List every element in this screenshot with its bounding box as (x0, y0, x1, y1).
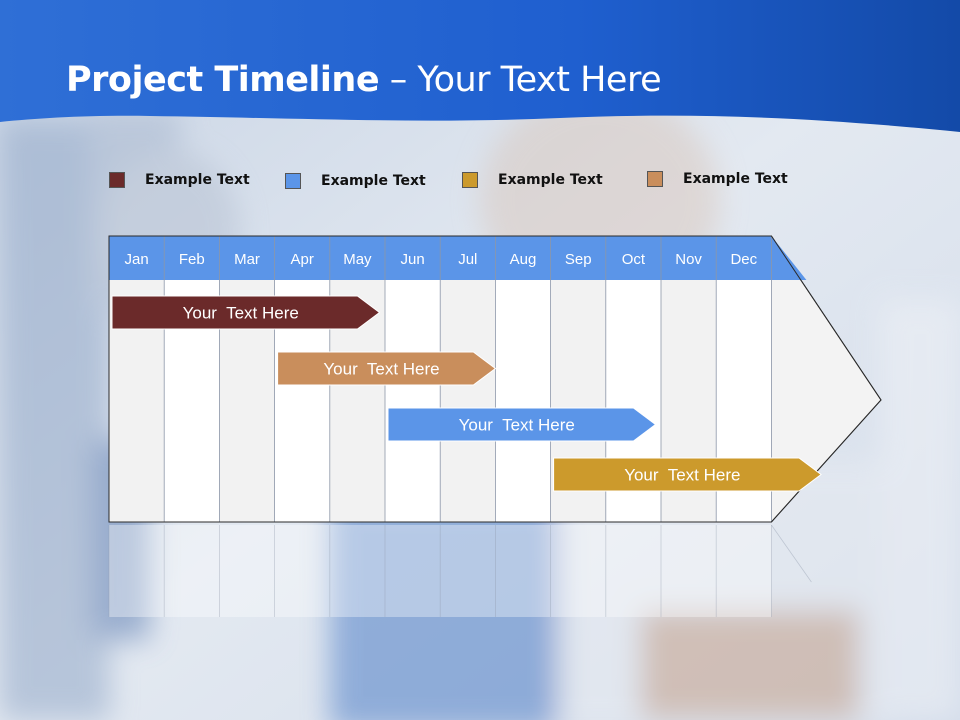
legend-label: Example Text (683, 171, 788, 187)
month-column (495, 280, 551, 522)
month-label: Nov (675, 251, 702, 268)
task-label: Your Text Here (323, 360, 439, 379)
legend-item-2: Example Text (285, 173, 426, 189)
legend-item-3: Example Text (462, 172, 603, 188)
legend-swatch (462, 172, 478, 188)
legend-swatch (109, 172, 125, 188)
month-label: Sep (565, 251, 592, 268)
legend-item-1: Example Text (109, 172, 250, 188)
legend-item-4: Example Text (647, 171, 788, 187)
month-label: Jan (125, 251, 149, 268)
task-label: Your Text Here (624, 466, 740, 485)
month-label: Oct (622, 251, 646, 268)
legend-label: Example Text (321, 173, 426, 189)
month-label: Aug (510, 251, 537, 268)
task-bar (553, 457, 822, 492)
title-rest: – Your Text Here (379, 60, 662, 100)
legend-label: Example Text (498, 172, 603, 188)
legend-label: Example Text (145, 172, 250, 188)
month-label: Feb (179, 251, 205, 268)
task-label: Your Text Here (183, 304, 299, 323)
task-label: Your Text Here (459, 416, 575, 435)
page-title: Project Timeline – Your Text Here (66, 60, 662, 100)
month-label: Jul (458, 251, 477, 268)
month-label: May (343, 251, 372, 268)
legend-swatch (647, 171, 663, 187)
timeline-header (109, 236, 807, 280)
title-bold: Project Timeline (66, 60, 380, 100)
reflection-line (771, 524, 812, 583)
task-bar (387, 407, 657, 442)
task-bar (111, 295, 381, 330)
month-label: Apr (291, 251, 314, 268)
month-column (440, 280, 496, 522)
month-label: Mar (234, 251, 260, 268)
month-label: Dec (730, 251, 757, 268)
legend-swatch (285, 173, 301, 189)
month-column (385, 280, 441, 522)
month-label: Jun (401, 251, 425, 268)
timeline-reflection (109, 525, 772, 617)
task-bar (277, 351, 497, 386)
timeline-outline (108, 235, 882, 523)
